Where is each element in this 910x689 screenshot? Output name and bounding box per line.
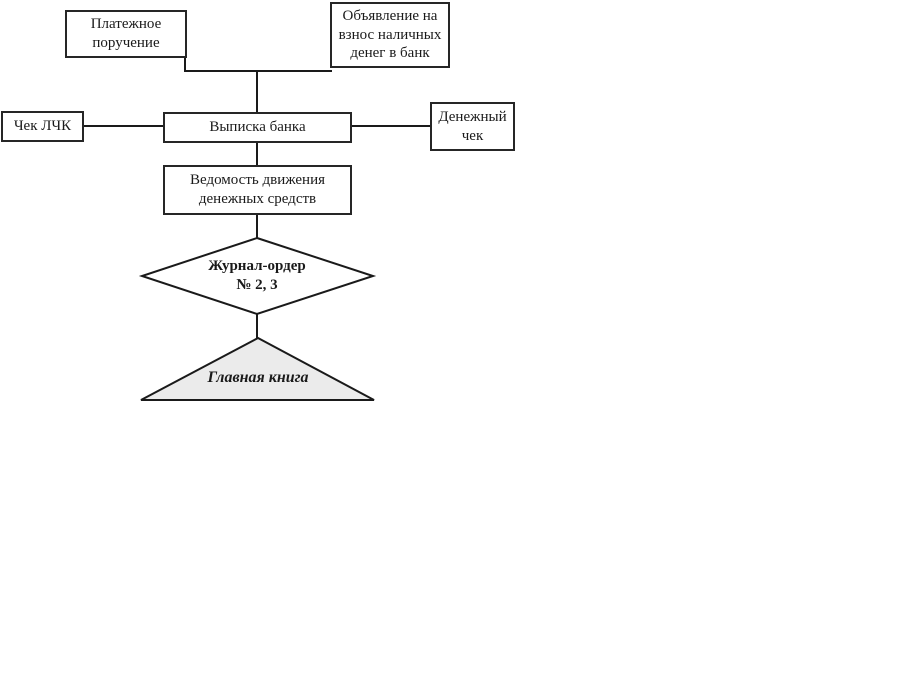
node-cash-deposit-announcement-label: Объявление на взнос наличных денег в бан… — [338, 7, 442, 62]
connector-statement-to-sheet — [256, 143, 258, 165]
general-ledger-triangle — [140, 336, 375, 401]
node-cash-deposit-announcement: Объявление на взнос наличных денег в бан… — [330, 2, 450, 68]
node-money-check-label: Денежный чек — [438, 108, 507, 144]
connector-top-horizontal — [184, 70, 332, 72]
node-cash-flow-sheet: Ведомость движения денежных средств — [163, 165, 352, 215]
node-cash-flow-sheet-label: Ведомость движения денежных средств — [190, 172, 325, 207]
connector-statement-to-money-check — [352, 125, 430, 127]
journal-order-label-line1: Журнал-ордер — [208, 258, 306, 274]
connector-to-bank-statement — [256, 70, 258, 112]
node-lchk-check-label: Чек ЛЧК — [13, 118, 72, 135]
node-bank-statement-label: Выписка банка — [209, 119, 306, 136]
general-ledger-label: Главная книга — [207, 369, 309, 386]
connector-sheet-to-journal — [256, 215, 258, 238]
node-money-check: Денежный чек — [430, 102, 515, 151]
node-lchk-check: Чек ЛЧК — [1, 111, 84, 142]
node-bank-statement: Выписка банка — [163, 112, 352, 143]
node-payment-order: Платежное поручение — [65, 10, 187, 58]
journal-order-label-line2: № 2, 3 — [236, 277, 278, 293]
node-payment-order-label: Платежное поручение — [90, 16, 162, 51]
journal-order-label: Журнал-ордер № 2, 3 — [157, 257, 357, 295]
connector-lchk-to-statement — [84, 125, 163, 127]
connector-journal-to-ledger — [256, 314, 258, 338]
